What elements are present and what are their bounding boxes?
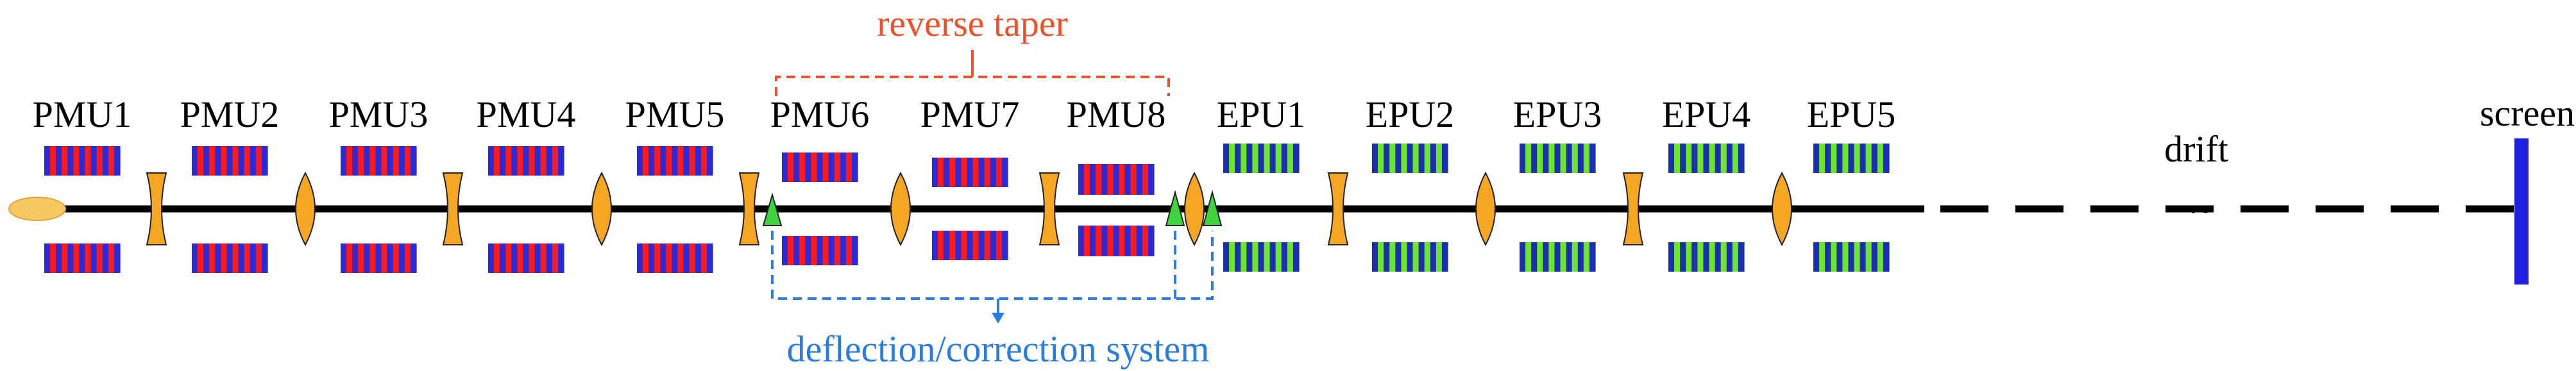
reverse-taper-label: reverse taper — [877, 3, 1068, 44]
undulator-magnet-lower — [637, 243, 713, 273]
focusing-quadrupole-icon — [1475, 171, 1496, 247]
corrector-icon — [762, 192, 783, 226]
undulator-magnet-upper — [1668, 144, 1745, 173]
undulator-magnet-upper — [932, 158, 1008, 187]
undulator-label: PMU1 — [33, 94, 132, 135]
undulator-magnet-upper — [488, 146, 564, 176]
undulator-magnet-lower — [1223, 242, 1300, 272]
focusing-quadrupole-icon — [890, 171, 911, 247]
focusing-quadrupole-icon — [295, 171, 316, 247]
undulator-magnet-lower — [1668, 242, 1745, 272]
undulator-label: EPU3 — [1513, 94, 1602, 135]
undulator-magnet-upper — [192, 146, 268, 176]
defocusing-quadrupole-icon — [1622, 172, 1644, 245]
reverse-taper-bracket — [775, 50, 1170, 96]
undulator-magnet-lower — [1078, 226, 1155, 256]
undulator-magnet-lower — [1520, 242, 1596, 272]
undulator-magnet-lower — [488, 243, 564, 273]
undulator-magnet-lower — [192, 243, 268, 273]
corrector-group — [762, 190, 1223, 226]
electron-beam — [8, 197, 66, 221]
undulator-magnet-lower — [1372, 242, 1448, 272]
undulator-label: EPU5 — [1807, 94, 1896, 135]
undulator-magnet-upper — [1078, 164, 1155, 195]
focusing-quadrupole-icon — [1772, 171, 1792, 247]
screen-icon — [2514, 138, 2529, 284]
undulator-label: PMU7 — [920, 94, 1020, 135]
undulator-group — [44, 144, 1890, 273]
defocusing-quadrupole-icon — [1327, 172, 1349, 245]
undulator-label: EPU4 — [1662, 94, 1751, 135]
undulator-magnet-upper — [1813, 144, 1890, 173]
focusing-quadrupole-icon — [1184, 171, 1205, 247]
undulator-label: PMU3 — [329, 94, 428, 135]
undulator-label: PMU6 — [770, 94, 870, 135]
deflection-system-bracket — [771, 231, 1214, 324]
screen-label: screen — [2480, 92, 2575, 134]
undulator-magnet-upper — [782, 153, 858, 182]
drift-label: drift — [2164, 128, 2228, 170]
undulator-magnet-lower — [44, 243, 121, 273]
undulator-magnet-upper — [341, 146, 417, 176]
defocusing-quadrupole-icon — [442, 172, 464, 245]
undulator-label: PMU8 — [1067, 94, 1166, 135]
undulator-magnet-lower — [1813, 242, 1890, 272]
undulator-label: PMU2 — [180, 94, 280, 135]
undulator-magnet-lower — [341, 243, 417, 273]
quadrupole-group — [146, 171, 1792, 247]
undulator-magnet-lower — [782, 236, 858, 265]
undulator-label: EPU2 — [1366, 94, 1455, 135]
undulator-magnet-upper — [1520, 144, 1596, 173]
undulator-magnet-lower — [932, 231, 1008, 260]
undulator-magnet-upper — [1372, 144, 1448, 173]
drift-tilde: ~ — [2192, 188, 2211, 230]
defocusing-quadrupole-icon — [146, 172, 167, 245]
undulator-magnet-upper — [637, 146, 713, 176]
defocusing-quadrupole-icon — [738, 172, 760, 245]
defocusing-quadrupole-icon — [1038, 172, 1060, 245]
deflection-system-label: deflection/correction system — [787, 328, 1210, 370]
undulator-label: PMU5 — [625, 94, 725, 135]
focusing-quadrupole-icon — [591, 171, 612, 247]
undulator-magnet-upper — [1223, 144, 1300, 173]
undulator-label: EPU1 — [1217, 94, 1306, 135]
corrector-icon — [1202, 190, 1223, 226]
undulator-label: PMU4 — [477, 94, 576, 135]
undulator-labels: PMU1 PMU2 PMU3 PMU4 PMU5 PMU6 PMU7 PMU8 EPU1 EPU2… — [33, 94, 1896, 135]
undulator-magnet-upper — [44, 146, 121, 176]
corrector-icon — [1165, 190, 1185, 226]
